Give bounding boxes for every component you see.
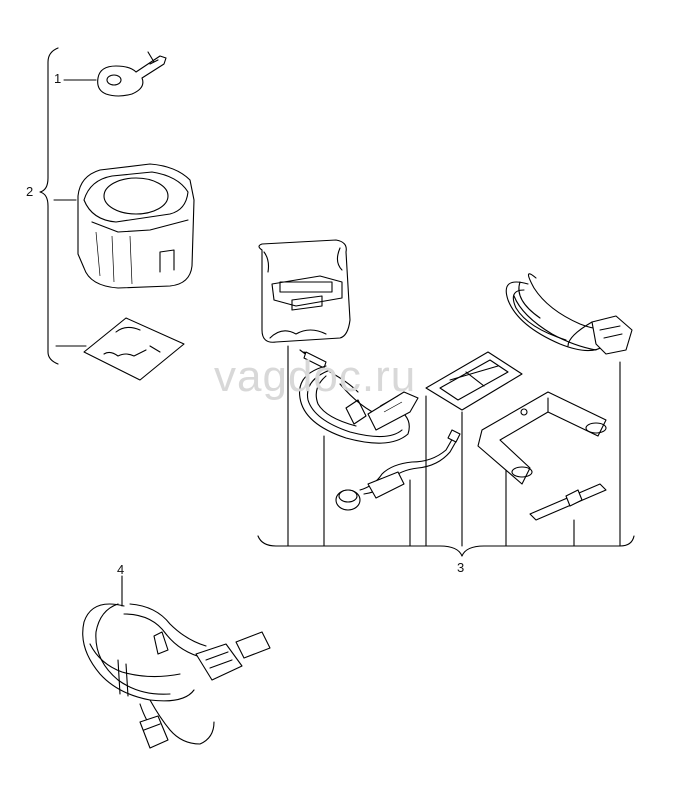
callout-4: 4 [117, 562, 125, 577]
callout-3: 3 [457, 560, 465, 575]
coiled-cable-part [298, 349, 419, 444]
callout-2: 2 [26, 184, 34, 199]
harness-coil-part [505, 273, 633, 355]
cover-cap-part [53, 163, 195, 289]
group-2-bracket [39, 47, 59, 365]
key-part [63, 51, 167, 97]
instruction-sheet-part [55, 317, 185, 381]
cable-strap-part [529, 483, 607, 521]
button-switch-cable-part [335, 429, 461, 511]
group-3-bracket [257, 345, 635, 557]
wiring-harness-part [82, 575, 271, 749]
watermark: vagdoc.ru [214, 352, 417, 401]
template-film-part [425, 351, 523, 411]
mounting-bracket-part [477, 391, 607, 485]
connector-bag-part [258, 239, 351, 343]
callout-1: 1 [54, 71, 62, 86]
